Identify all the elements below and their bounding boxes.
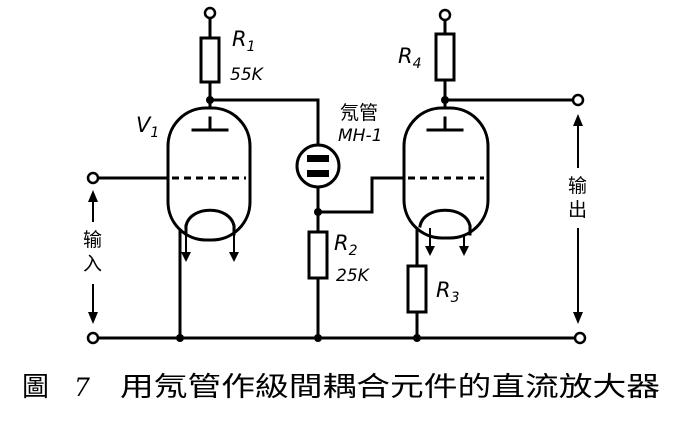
resistor-r1 xyxy=(199,36,221,84)
junctions xyxy=(176,96,449,342)
r3-label: R3 xyxy=(436,278,460,306)
resistor-r3 xyxy=(406,264,428,314)
resistor-r4 xyxy=(434,32,456,82)
input-arrow xyxy=(88,190,98,324)
caption-text: 用氖管作級間耦合元件的直流放大器 xyxy=(120,372,660,403)
output-terminal-top xyxy=(571,93,585,107)
input-label-char-2: 入 xyxy=(83,253,102,275)
vacuum-tube-v1 xyxy=(166,106,252,262)
output-terminal-bottom xyxy=(573,331,587,345)
neon-model: MH-1 xyxy=(338,126,382,146)
r2-value: 25K xyxy=(336,266,371,286)
vacuum-tube-v2 xyxy=(402,106,490,256)
r2-label: R2 xyxy=(334,231,358,259)
input-label-char-1: 输 xyxy=(83,229,102,251)
r1-label: R1 xyxy=(232,27,256,55)
output-label-char-1: 输 xyxy=(568,175,587,197)
b-plus-terminal-left xyxy=(203,6,217,20)
r4-label: R4 xyxy=(398,44,422,72)
r1-value: 55K xyxy=(230,65,265,85)
terminals xyxy=(86,6,587,345)
caption-figure-number: 7 xyxy=(74,373,90,402)
caption-figure-word: 圖 xyxy=(22,372,49,403)
b-plus-terminal-right xyxy=(438,8,452,22)
v1-label: V1 xyxy=(136,113,159,141)
neon-label: 氖管 xyxy=(340,102,378,124)
input-terminal-bottom xyxy=(86,331,100,345)
input-terminal-top xyxy=(86,171,100,185)
resistor-r2 xyxy=(307,230,329,280)
output-label-char-2: 出 xyxy=(568,199,587,221)
neon-tube xyxy=(295,143,341,189)
output-arrow xyxy=(573,114,583,324)
